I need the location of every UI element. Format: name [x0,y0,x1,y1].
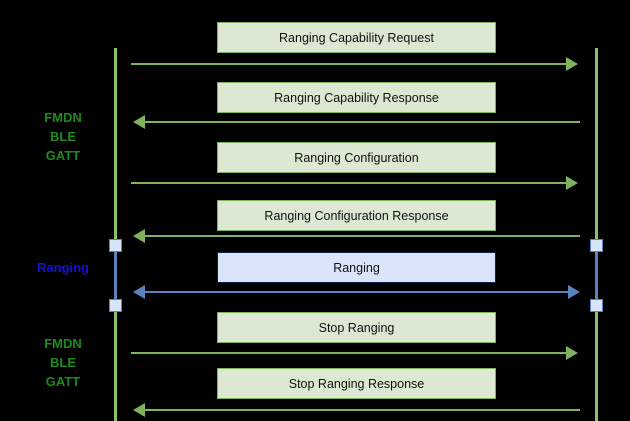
phase-label-fmdn-ble-gatt-bottom: FMDN BLE GATT [44,336,82,389]
activation-node-right-start [590,239,603,252]
activation-node-left-start [109,239,122,252]
arrow-stop-ranging [131,346,578,360]
arrowhead-left-icon [133,285,145,299]
activation-node-left-end [109,299,122,312]
arrowhead-left-icon [133,115,145,129]
arrowhead-left-icon [133,403,145,417]
arrowhead-right-icon [566,346,578,360]
arrow-shaft [143,121,580,123]
activation-node-right-end [590,299,603,312]
arrow-shaft [131,63,568,65]
message-box-ranging: Ranging [217,252,496,283]
arrow-ranging-configuration [131,176,578,190]
arrow-ranging-capability-response [133,115,580,129]
arrowhead-right-icon [566,57,578,71]
message-box-stop-ranging-response: Stop Ranging Response [217,368,496,399]
activation-bar-left [114,246,117,306]
arrowhead-right-icon [568,285,580,299]
lifeline-right [595,48,598,421]
arrow-ranging-configuration-response [133,229,580,243]
arrow-ranging-bidirectional [133,285,580,299]
arrow-shaft [143,291,570,293]
activation-bar-right [595,246,598,306]
arrow-stop-ranging-response [133,403,580,417]
message-box-ranging-capability-response: Ranging Capability Response [217,82,496,113]
arrow-ranging-capability-request [131,57,578,71]
message-box-stop-ranging: Stop Ranging [217,312,496,343]
phase-label-fmdn-ble-gatt-top: FMDN BLE GATT [44,110,82,163]
arrow-shaft [131,352,568,354]
arrow-shaft [131,182,568,184]
message-box-ranging-capability-request: Ranging Capability Request [217,22,496,53]
message-box-ranging-configuration: Ranging Configuration [217,142,496,173]
message-box-ranging-configuration-response: Ranging Configuration Response [217,200,496,231]
phase-label-ranging: Ranging [37,260,89,275]
lifeline-left [114,48,117,421]
arrowhead-right-icon [566,176,578,190]
arrow-shaft [143,409,580,411]
arrow-shaft [143,235,580,237]
arrowhead-left-icon [133,229,145,243]
